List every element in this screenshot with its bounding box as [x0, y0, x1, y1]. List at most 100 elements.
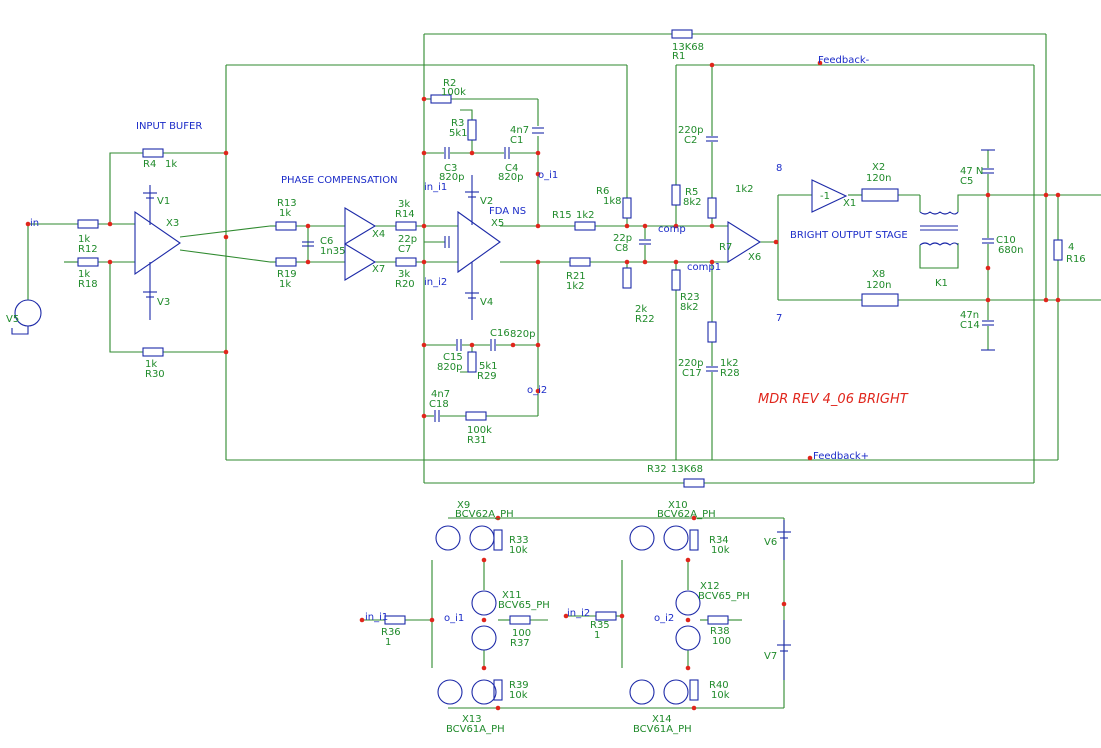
label-r3-value: 5k1 — [449, 128, 468, 139]
label-r16-name: R16 — [1066, 254, 1086, 265]
fda-x5 — [457, 210, 501, 274]
label-r33-name: R33 — [509, 535, 529, 546]
label-c15-value: 820p — [437, 362, 462, 373]
label-c6-value: 1n35 — [320, 246, 345, 257]
buffer-x7 — [344, 243, 377, 281]
label-x9-type: BCV62A_PH — [455, 509, 514, 520]
label-x14-name: X14 — [652, 714, 672, 725]
resistor-r14 — [395, 221, 417, 231]
label-r5-value: 8k2 — [683, 197, 702, 208]
resistor-r13 — [275, 221, 297, 231]
label-r20-value: 3k — [398, 269, 410, 280]
label-r4-value: 1k — [165, 159, 177, 170]
source-v5 — [11, 299, 42, 335]
label-x10-name: X10 — [668, 500, 688, 511]
label-r21-value: 1k2 — [566, 281, 585, 292]
label-r4-name: R4 — [143, 159, 156, 170]
label-x13-type: BCV61A_PH — [446, 724, 505, 735]
label-c1-name: C1 — [510, 135, 523, 146]
label-r33-value: 10k — [509, 545, 528, 556]
label-r15-value: 1k2 — [576, 210, 595, 221]
resistor-r36 — [384, 615, 406, 625]
label-x8-value: 120n — [866, 280, 891, 291]
label-x5-type: FDA NS — [489, 206, 526, 217]
label-r29-name: R29 — [477, 371, 497, 382]
label-r38-value: 100 — [712, 636, 731, 647]
source-v3 — [143, 262, 157, 320]
resistor-r20 — [395, 257, 417, 267]
net-comp1: comp1 — [687, 262, 721, 273]
junction-dots — [25, 60, 1061, 711]
label-x13-name: X13 — [462, 714, 482, 725]
resistor-r1k2-top — [707, 197, 717, 219]
source-v2 — [465, 175, 479, 225]
label-x10-type: BCV62A_PH — [657, 509, 716, 520]
label-v5: V5 — [6, 314, 19, 325]
label-x5: X5 — [491, 218, 504, 229]
label-x3: X3 — [166, 218, 179, 229]
label-x9-name: X9 — [457, 500, 470, 511]
label-c2-name: C2 — [684, 135, 697, 146]
transistor-x9 — [435, 525, 495, 551]
label-r18-name: R18 — [78, 279, 98, 290]
resistor-r12 — [77, 219, 99, 229]
label-r3-name: R3 — [451, 118, 464, 129]
resistor-r4 — [142, 148, 164, 158]
label-x2-name: X2 — [872, 162, 885, 173]
label-r38-name: R38 — [710, 626, 730, 637]
label-r2-name: R2 — [443, 78, 456, 89]
resistor-r28 — [707, 321, 717, 343]
resistor-r34 — [689, 529, 699, 551]
label-x14-type: BCV61A_PH — [633, 724, 692, 735]
net-in: in — [30, 218, 39, 229]
resistor-r29 — [467, 351, 477, 373]
label-x4: X4 — [372, 229, 385, 240]
components — [11, 29, 1063, 705]
section-input-buffer: INPUT BUFER — [136, 121, 202, 132]
label-r30-value: 1k — [145, 359, 157, 370]
resistor-r5 — [671, 184, 681, 206]
transistor-x12 — [675, 590, 701, 651]
net-in-i2: in_i2 — [424, 277, 447, 288]
transistor-x13 — [437, 679, 497, 705]
label-r40-value: 10k — [711, 690, 730, 701]
label-x12-type: BCV65_PH — [698, 591, 750, 602]
label-r35-value: 1 — [594, 630, 600, 641]
resistor-r16 — [1053, 239, 1063, 261]
transformer-k1 — [919, 211, 959, 246]
label-r28-value: 1k2 — [720, 358, 739, 369]
label-r1-value: 13K68 — [672, 42, 704, 53]
transistor-x11 — [471, 590, 497, 651]
label-c18-name: C18 — [429, 399, 449, 410]
net-in-i2-driver: in_i2 — [567, 608, 590, 619]
labels: MDR REV 4_06 BRIGHT INPUT BUFER PHASE CO… — [6, 42, 1086, 735]
resistor-r39 — [493, 679, 503, 701]
driver-x2 — [861, 188, 899, 202]
capacitor-c1 — [532, 127, 544, 134]
label-r2-value: 100k — [441, 87, 466, 98]
label-v7: V7 — [764, 651, 777, 662]
resistor-r3 — [467, 119, 477, 141]
label-r21-name: R21 — [566, 271, 586, 282]
net-in-i1-driver: in_i1 — [365, 612, 388, 623]
opamp-x3 — [134, 210, 181, 276]
net-7: 7 — [776, 313, 782, 324]
label-c2-value: 220p — [678, 125, 703, 136]
label-c5-value: 47 N — [960, 166, 983, 177]
label-c4-value: 820p — [498, 172, 523, 183]
transistor-x10 — [629, 525, 689, 551]
label-c15-name: C15 — [443, 352, 463, 363]
net-8: 8 — [776, 163, 782, 174]
source-v6 — [777, 520, 791, 560]
capacitor-c15 — [456, 339, 462, 351]
label-v3: V3 — [157, 297, 170, 308]
resistor-r33 — [493, 529, 503, 551]
label-c14-value: 47n — [960, 310, 979, 321]
resistor-r22 — [622, 267, 632, 289]
label-c16-value: 820p — [510, 329, 535, 340]
label-x7: X7 — [372, 264, 385, 275]
label-r32-value: 13K68 — [671, 464, 703, 475]
label-r14-value: 3k — [398, 199, 410, 210]
inverter-x1 — [811, 179, 848, 213]
